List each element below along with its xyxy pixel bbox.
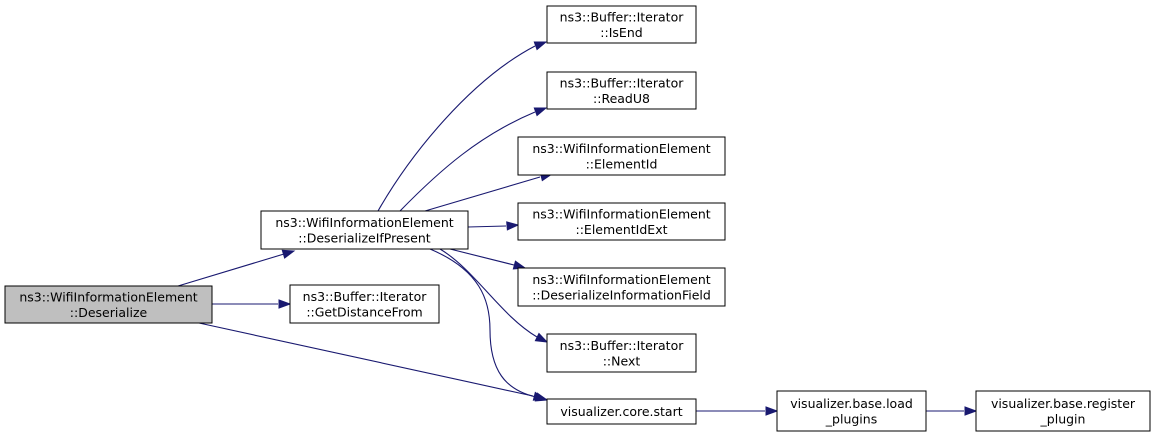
node-box[interactable] [289,284,440,324]
node-elementId[interactable]: ns3::WifiInformationElement::ElementId [517,136,726,176]
node-label-line: _plugin [1040,411,1086,426]
node-box[interactable] [546,5,697,44]
node-label-line: ns3::Buffer::Iterator [560,338,685,353]
edge-deserialize-to-getDistanceFrom [212,299,292,309]
node-deserializeInfoField[interactable]: ns3::WifiInformationElement::Deserialize… [517,267,726,307]
node-loadPlugins[interactable]: visualizer.base.load_plugins [776,390,927,432]
node-box[interactable] [260,210,469,250]
node-box[interactable] [546,398,697,425]
arrowhead [534,392,549,402]
node-label-line: ns3::Buffer::Iterator [303,289,428,304]
edge-deserializeIfPresent-to-readU8 [399,107,548,212]
node-label-line: ::DeserializeInformationField [532,287,711,302]
node-label-line: ::ElementIdExt [576,222,668,237]
node-deserializeIfPresent[interactable]: ns3::WifiInformationElement::Deserialize… [260,210,469,250]
edge-line [429,248,537,398]
nodes-layer: ns3::WifiInformationElement::Deserialize… [4,5,1151,432]
node-label-line: ns3::WifiInformationElement [19,289,197,304]
edge-deserializeIfPresent-to-isEnd [377,41,548,212]
edge-line [424,176,541,212]
arrowhead [765,406,779,416]
node-label-line: ::ElementId [586,156,658,171]
edge-deserialize-to-deserializeIfPresent [177,249,296,287]
node-label-line: _plugins [825,411,877,426]
node-deserialize[interactable]: ns3::WifiInformationElement::Deserialize [4,285,213,324]
node-readU8[interactable]: ns3::Buffer::Iterator::ReadU8 [546,71,697,110]
node-box[interactable] [975,390,1151,432]
node-box[interactable] [546,333,697,373]
node-box[interactable] [546,71,697,110]
arrowhead [281,249,296,259]
node-label-line: ::IsEnd [600,25,642,40]
arrowhead [533,41,548,51]
edge-deserializeIfPresent-to-next [439,248,549,343]
node-next[interactable]: ns3::Buffer::Iterator::Next [546,333,697,373]
edge-coreStart-to-loadPlugins [696,406,779,416]
node-registerPlugin[interactable]: visualizer.base.register_plugin [975,390,1151,432]
edge-line [198,322,534,397]
node-getDistanceFrom[interactable]: ns3::Buffer::Iterator::GetDistanceFrom [289,284,440,324]
node-box[interactable] [517,202,726,241]
node-label-line: ns3::Buffer::Iterator [560,9,685,24]
node-label-line: ns3::Buffer::Iterator [560,75,685,90]
edge-line [399,111,536,212]
node-box[interactable] [4,285,213,324]
node-label-line: visualizer.base.register [991,396,1136,411]
node-box[interactable] [517,136,726,176]
node-label-line: ::Next [603,353,641,368]
edge-line [467,225,507,228]
edge-deserializeIfPresent-to-coreStart [429,248,549,402]
node-label-line: ns3::WifiInformationElement [532,141,710,156]
node-label-line: visualizer.core.start [560,404,682,419]
edge-line [449,248,515,266]
node-box[interactable] [517,267,726,307]
node-label-line: ::ReadU8 [593,91,650,106]
arrowhead [964,406,978,416]
node-coreStart[interactable]: visualizer.core.start [546,398,697,425]
node-label-line: ns3::WifiInformationElement [532,272,710,287]
edge-line [439,248,538,338]
node-label-line: visualizer.base.load [790,396,913,411]
arrowhead [506,221,520,231]
edge-line [177,253,285,287]
node-label-line: ::DeserializeIfPresent [298,230,430,245]
arrowhead [533,107,548,117]
node-label-line: ns3::WifiInformationElement [532,206,710,221]
node-elementIdExt[interactable]: ns3::WifiInformationElement::ElementIdEx… [517,202,726,241]
node-isEnd[interactable]: ns3::Buffer::Iterator::IsEnd [546,5,697,44]
edge-line [377,45,536,212]
node-label-line: ns3::WifiInformationElement [275,215,453,230]
node-label-line: ::GetDistanceFrom [306,304,422,319]
edge-deserialize-to-coreStart [198,322,547,401]
arrowhead [278,299,292,309]
edges-layer [177,41,978,416]
node-box[interactable] [776,390,927,432]
edge-loadPlugins-to-registerPlugin [926,406,978,416]
arrowhead [534,332,549,343]
edge-deserializeIfPresent-to-elementIdExt [467,221,520,231]
node-label-line: ::Deserialize [70,305,148,320]
